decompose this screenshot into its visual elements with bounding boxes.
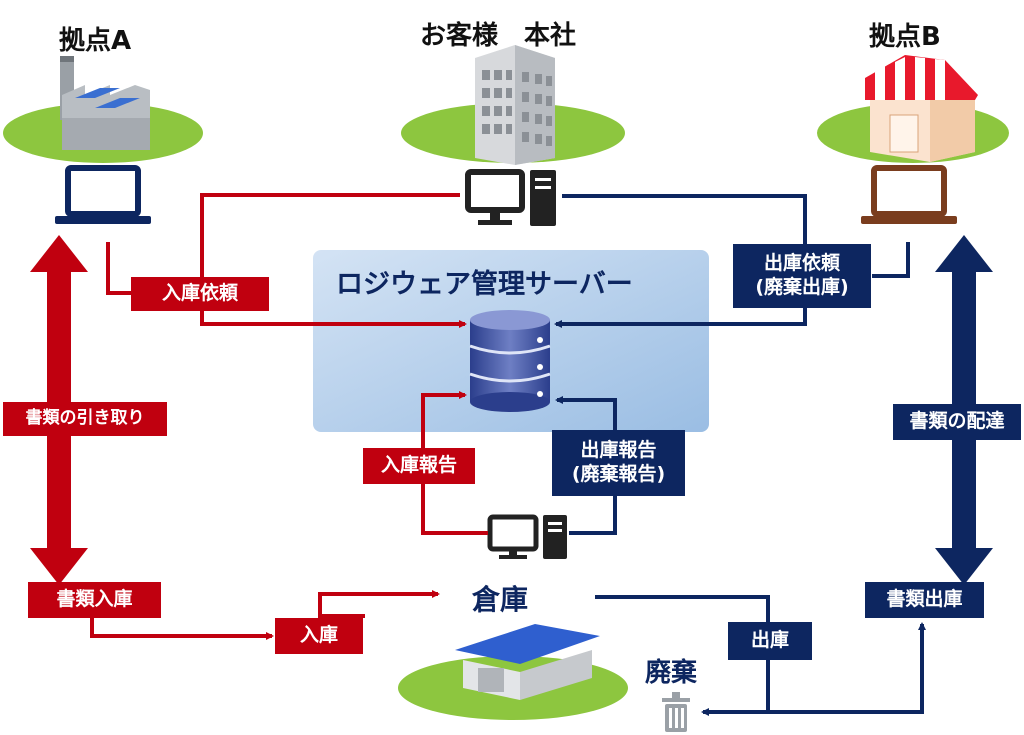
outbound-request-label-line2: (廃棄出庫)	[755, 276, 849, 298]
inbound-report-label: 入庫報告	[363, 448, 475, 484]
inbound-label: 入庫	[275, 618, 363, 654]
document-outbound-line	[768, 622, 926, 714]
factory-icon	[60, 56, 150, 150]
warehouse-icon	[455, 624, 600, 700]
outbound-request-label: 出庫依頼 (廃棄出庫)	[733, 244, 871, 308]
trash-can-icon	[662, 692, 690, 732]
inbound-request-label: 入庫依頼	[131, 277, 269, 311]
database-icon	[469, 310, 551, 412]
inbound-line	[318, 590, 440, 618]
laptop-icon-site-a	[55, 165, 151, 224]
document-outbound-label: 書類出庫	[865, 582, 984, 618]
document-delivery-label: 書類の配達	[893, 404, 1021, 440]
headquarters-title: お客様 本社	[420, 21, 577, 51]
outbound-report-label-line2: (廃棄報告)	[571, 463, 666, 485]
site-b-title: 拠点B	[869, 22, 941, 52]
disposal-label: 廃棄	[645, 658, 698, 688]
site-a-inbound-request-line	[106, 242, 135, 295]
document-inbound-label: 書類入庫	[28, 582, 161, 618]
desktop-pc-icon-warehouse	[487, 514, 567, 559]
site-a-title: 拠点A	[59, 26, 132, 56]
warehouse-title: 倉庫	[472, 583, 529, 616]
document-inbound-line	[90, 615, 274, 640]
desktop-pc-icon-hq	[465, 169, 556, 226]
outbound-request-label-line1: 出庫依頼	[763, 252, 840, 275]
document-pickup-label: 書類の引き取り	[3, 402, 167, 436]
server-title: ロジウェア管理サーバー	[336, 269, 633, 300]
hq-inbound-request-line	[200, 193, 467, 328]
site-b-outbound-request-line	[872, 242, 910, 278]
outbound-report-label: 出庫報告 (廃棄報告)	[552, 430, 685, 496]
outbound-report-label-line1: 出庫報告	[580, 439, 657, 462]
laptop-icon-site-b	[861, 165, 957, 224]
store-icon	[865, 55, 978, 162]
office-building-icon	[475, 45, 555, 165]
outbound-label: 出庫	[728, 622, 812, 660]
